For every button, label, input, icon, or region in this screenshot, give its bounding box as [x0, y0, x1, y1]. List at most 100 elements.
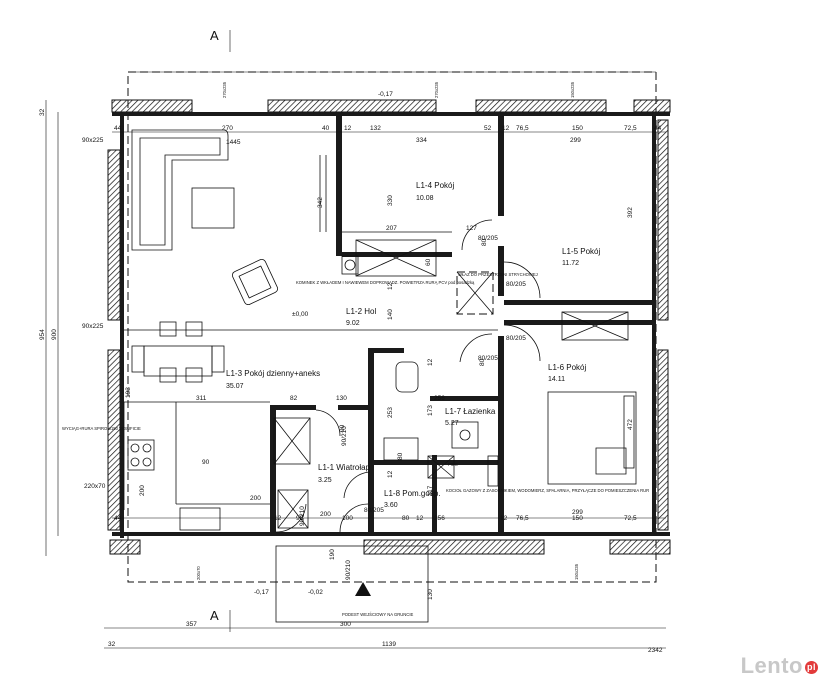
- svg-text:130: 130: [336, 395, 347, 402]
- entrance-platform: [275, 545, 429, 623]
- room-label-l1-3: L1-3 Pokój dzienny+aneks 35.07: [226, 369, 320, 390]
- door-labels: 80/205 80/205 80/205 90/210 80/205 90/21…: [299, 235, 526, 580]
- svg-text:173: 173: [427, 405, 434, 416]
- svg-text:311: 311: [196, 395, 207, 402]
- svg-text:3.25: 3.25: [318, 477, 332, 484]
- svg-text:44: 44: [114, 515, 122, 522]
- svg-text:10.08: 10.08: [416, 195, 434, 202]
- window-dimensions: 270x235 270x235 150x235 150x235 200x70: [196, 81, 579, 580]
- svg-text:L1-8 Pom.gosp.: L1-8 Pom.gosp.: [384, 489, 441, 498]
- svg-text:1445: 1445: [226, 139, 241, 146]
- room-label-l1-7: L1-7 Łazienka 5.27: [445, 407, 496, 427]
- svg-text:80/205: 80/205: [506, 281, 526, 288]
- room-label-l1-8: L1-8 Pom.gosp. 3.60: [384, 489, 441, 509]
- svg-text:200: 200: [139, 485, 146, 496]
- svg-text:90/210: 90/210: [299, 506, 306, 526]
- furniture: [127, 129, 637, 531]
- svg-text:12: 12: [274, 515, 282, 522]
- svg-text:127: 127: [466, 225, 477, 232]
- svg-text:L1-7 Łazienka: L1-7 Łazienka: [445, 407, 496, 416]
- svg-text:130: 130: [427, 589, 434, 600]
- svg-text:14.11: 14.11: [548, 376, 565, 383]
- svg-text:PIEC: PIEC: [448, 462, 458, 467]
- svg-text:330: 330: [387, 195, 394, 206]
- svg-text:32: 32: [39, 108, 46, 116]
- svg-text:80: 80: [481, 238, 488, 246]
- svg-text:200: 200: [320, 511, 331, 518]
- svg-text:90/210: 90/210: [341, 426, 348, 446]
- svg-text:L1-3 Pokój dzienny+aneks: L1-3 Pokój dzienny+aneks: [226, 369, 320, 378]
- room-label-l1-2: L1-2 Hol 9.02: [346, 307, 376, 327]
- svg-text:270x235: 270x235: [434, 81, 439, 98]
- svg-text:90x225: 90x225: [82, 137, 104, 144]
- svg-text:140: 140: [387, 309, 394, 320]
- svg-text:90: 90: [202, 459, 210, 466]
- svg-text:5.27: 5.27: [445, 420, 459, 427]
- svg-text:44: 44: [654, 125, 662, 132]
- svg-text:90x225: 90x225: [82, 323, 104, 330]
- dimension-lines: [45, 30, 666, 649]
- outer-walls: [107, 99, 671, 555]
- svg-text:32: 32: [108, 641, 116, 648]
- svg-text:150: 150: [572, 125, 583, 132]
- svg-text:954: 954: [39, 329, 46, 340]
- svg-text:207: 207: [386, 225, 397, 232]
- section-mark-top: A: [210, 28, 219, 43]
- svg-text:299: 299: [570, 137, 581, 144]
- svg-text:299: 299: [572, 509, 583, 516]
- svg-text:12: 12: [502, 125, 510, 132]
- svg-text:L1-1 Wiatrołap: L1-1 Wiatrołap: [318, 463, 371, 472]
- interior-walls: [270, 116, 652, 532]
- svg-text:L1-6 Pokój: L1-6 Pokój: [548, 363, 586, 372]
- level-top: -0,17: [378, 91, 393, 98]
- svg-text:82: 82: [290, 395, 298, 402]
- level-floor: ±0,00: [292, 311, 309, 318]
- room-label-l1-6: L1-6 Pokój 14.11: [548, 363, 586, 383]
- svg-text:44: 44: [114, 125, 122, 132]
- svg-text:150x235: 150x235: [570, 81, 575, 98]
- svg-text:80/205: 80/205: [478, 355, 498, 362]
- svg-text:100: 100: [342, 515, 353, 522]
- room-label-l1-5: L1-5 Pokój 11.72: [562, 247, 600, 267]
- svg-text:80/205: 80/205: [478, 235, 498, 242]
- svg-text:12: 12: [500, 515, 508, 522]
- svg-text:76,5: 76,5: [516, 515, 529, 522]
- svg-text:40: 40: [322, 125, 330, 132]
- svg-text:76,5: 76,5: [516, 125, 529, 132]
- svg-text:11.72: 11.72: [562, 260, 579, 267]
- watermark-text: Lento: [740, 653, 803, 678]
- svg-text:117: 117: [427, 485, 434, 496]
- svg-text:KOMINEK Z WKŁADEM I NAWIEWEM D: KOMINEK Z WKŁADEM I NAWIEWEM DOPROWADZ. …: [296, 280, 475, 285]
- door-swings: [275, 219, 541, 533]
- svg-text:L1-4 Pokój: L1-4 Pokój: [416, 181, 454, 190]
- svg-text:357: 357: [186, 621, 197, 628]
- svg-text:150: 150: [572, 515, 583, 522]
- room-labels: L1-4 Pokój 10.08 L1-5 Pokój 11.72 L1-2 H…: [226, 181, 600, 509]
- dimensions-inner: 342 330 392 207 127 311 82 130 253 256 1…: [196, 195, 634, 600]
- svg-text:9.02: 9.02: [346, 320, 360, 327]
- svg-text:60: 60: [425, 258, 432, 266]
- svg-text:90/210: 90/210: [345, 560, 352, 580]
- svg-text:2342: 2342: [648, 647, 663, 654]
- svg-text:256: 256: [434, 515, 445, 522]
- svg-text:KOCIOŁ GAZOWY Z ZASOBNIKIEM, W: KOCIOŁ GAZOWY Z ZASOBNIKIEM, WODOMIERZ, …: [446, 488, 649, 493]
- level-bottom-right: -0,02: [308, 589, 323, 596]
- svg-text:132: 132: [370, 125, 381, 132]
- svg-text:900: 900: [51, 329, 58, 340]
- svg-text:270: 270: [222, 125, 233, 132]
- svg-text:12: 12: [416, 515, 424, 522]
- svg-text:200: 200: [250, 495, 261, 502]
- svg-text:PODEST WEJŚCIOWY NA GRUNCIE: PODEST WEJŚCIOWY NA GRUNCIE: [342, 612, 413, 617]
- svg-text:334: 334: [416, 137, 427, 144]
- svg-text:12: 12: [387, 470, 394, 478]
- svg-text:12: 12: [387, 282, 394, 290]
- svg-text:472: 472: [627, 419, 634, 430]
- svg-text:270x235: 270x235: [222, 81, 227, 98]
- svg-text:L1-2 Hol: L1-2 Hol: [346, 307, 376, 316]
- room-label-l1-4: L1-4 Pokój 10.08: [416, 181, 454, 202]
- annotation-notes: KOMINEK Z WKŁADEM I NAWIEWEM DOPROWADZ. …: [62, 272, 649, 617]
- svg-text:72,5: 72,5: [624, 515, 637, 522]
- svg-text:72,5: 72,5: [624, 125, 637, 132]
- svg-text:12: 12: [344, 125, 352, 132]
